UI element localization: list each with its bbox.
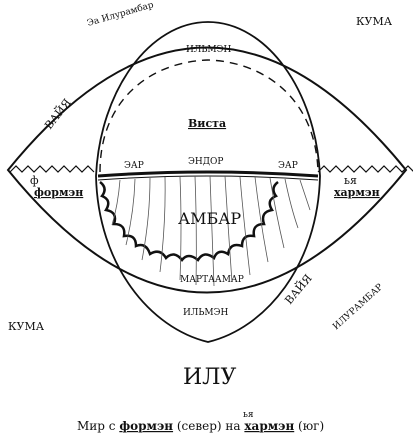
right-ocean-waves	[317, 165, 413, 173]
label-ilurambar: ИЛУРАМБАР	[331, 282, 385, 332]
caption-formen: формэн	[119, 419, 173, 433]
label-kuma-top: КУМА	[356, 15, 393, 28]
caption-line: Мир с формэн (север) на хармэн (юг)	[77, 419, 324, 433]
ambar-radial-lines	[111, 175, 311, 287]
vista-dome-dashed	[99, 59, 319, 173]
endor-land	[97, 170, 319, 178]
label-ear-right: ЭАР	[278, 161, 298, 171]
label-kuma-bottom: КУМА	[8, 320, 45, 333]
caption-harmen: хармэн	[244, 419, 294, 433]
left-ocean-waves	[9, 165, 95, 173]
label-vista: Виста	[188, 117, 226, 130]
label-ear-left: ЭАР	[124, 161, 144, 171]
endor-land-underline	[97, 175, 319, 181]
label-ambar: АМБАР	[178, 209, 241, 228]
label-martaamar: МАРТААМАР	[180, 275, 244, 285]
label-formen-rune: ф	[30, 174, 39, 187]
label-ea-ilurambar: Эа Илурамбар	[86, 0, 155, 29]
ambar-underside	[99, 181, 279, 263]
label-vayya-bottom: ВАЙЯ	[282, 271, 315, 307]
label-vayya-top: ВАЙЯ	[41, 96, 74, 132]
caption-middle: (север) на	[173, 419, 244, 433]
label-formen: формэн	[34, 186, 83, 199]
label-harmen-rune: ья	[344, 174, 357, 187]
caption-prefix: Мир с	[77, 419, 119, 433]
label-ilu: ИЛУ	[183, 365, 237, 390]
label-endor: ЭНДОР	[188, 157, 224, 167]
inner-ilmen-boundary	[95, 21, 321, 343]
label-ilmen-bottom: ИЛЬМЭН	[183, 308, 229, 318]
caption-harmen-rune: ья	[243, 410, 254, 420]
caption-suffix: (юг)	[294, 419, 324, 433]
label-ilmen-top: ИЛЬМЭН	[186, 45, 232, 55]
label-harmen: хармэн	[334, 186, 380, 199]
